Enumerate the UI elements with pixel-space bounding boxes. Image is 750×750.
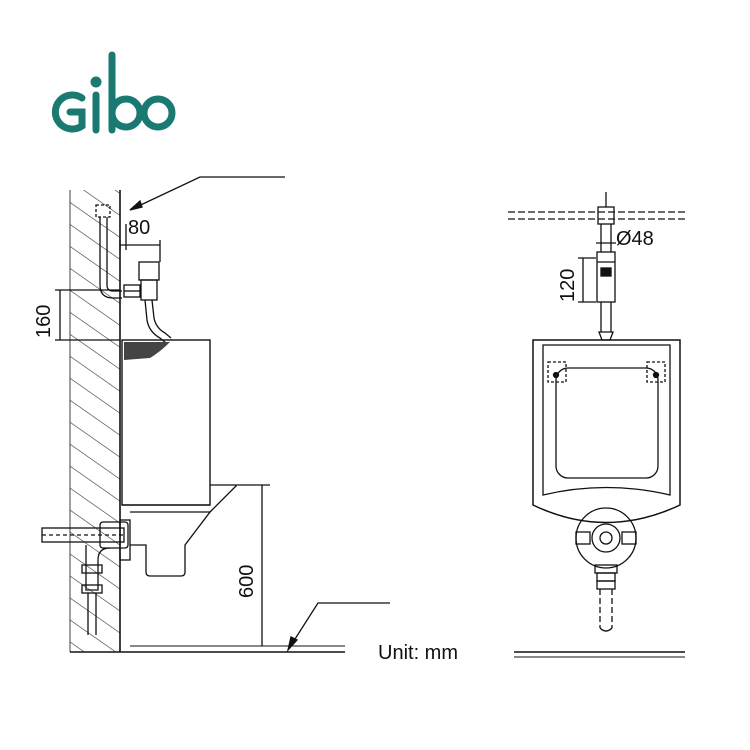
urinal-side — [121, 339, 211, 506]
dim-valve-height: 120 — [557, 269, 579, 302]
front-view — [508, 192, 685, 658]
brand-logo — [51, 51, 176, 134]
dim-pipe-diameter: Ø48 — [616, 228, 654, 250]
wall-hatch — [70, 190, 120, 652]
dim-mount-height: 600 — [236, 565, 258, 598]
dim-flush-width: 80 — [128, 217, 150, 239]
urinal-front — [532, 339, 681, 524]
side-view — [41, 176, 390, 653]
unit-label: Unit: mm — [378, 642, 458, 664]
dim-pipe-height: 160 — [33, 305, 55, 338]
